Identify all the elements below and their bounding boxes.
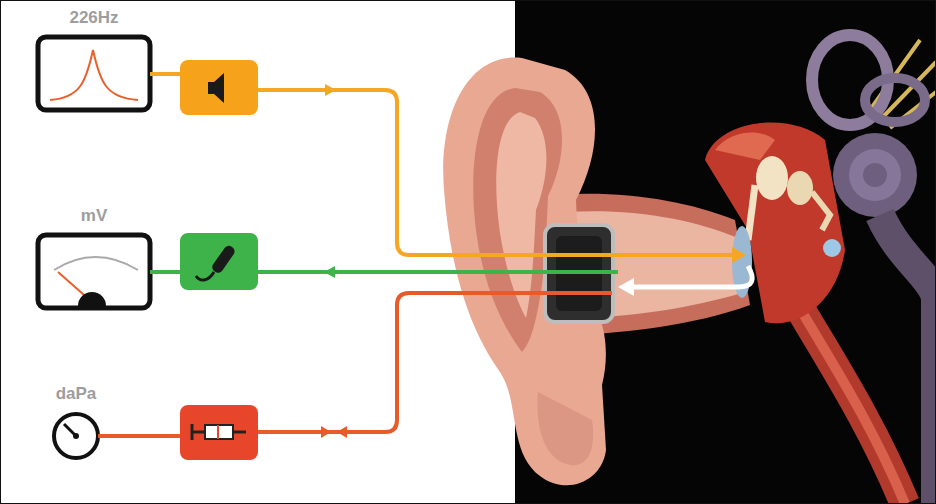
instrument-node: mV [38,206,150,310]
pressure-wire [98,434,180,438]
middle-ear [787,171,813,205]
speaker-box [180,60,258,115]
pump-box [233,431,246,434]
instrument-node: 226Hz [38,8,150,112]
reflection-arrow [618,266,752,296]
instrument-label: mV [38,206,150,226]
reflection-arrow [632,266,752,287]
arrowhead [324,266,335,278]
pinna [496,112,546,318]
sound-wire [150,74,733,255]
middle-ear [715,133,775,160]
pump-box [180,405,258,460]
pump-box [180,405,258,460]
microphone-box [210,244,236,275]
pump-box [205,425,233,439]
frequency-display [38,37,150,110]
eustachian-tube [795,300,905,504]
eustachian-tube [795,300,905,504]
pump-box [217,425,219,439]
arrowhead [325,84,336,96]
pinna [537,392,593,465]
instrument-node: daPa [46,384,106,460]
pressure-wire [98,293,612,436]
arrowhead [337,426,347,438]
microphone-box [180,233,258,290]
speaker-box [180,60,258,115]
pump-box [191,424,194,440]
frequency-display [38,37,150,110]
instrument-label: 226Hz [38,8,150,28]
pressure-gauge [54,414,98,458]
volt-meter [54,257,138,270]
sound-wire [258,90,733,255]
middle-ear [823,239,841,257]
microphone-box [180,233,258,290]
volt-meter [78,292,106,306]
middle-ear [748,185,755,240]
inner-ear [865,78,925,122]
dark-background [515,0,936,504]
pressure-wire [258,293,612,432]
volt-meter [38,235,150,308]
speaker-box [208,73,224,103]
reflection-arrow [618,278,634,296]
eustachian-tube [795,300,905,504]
middle-ear [812,192,830,230]
pressure-gauge [54,414,98,458]
arrowhead [732,247,746,263]
inner-ear [849,149,901,201]
instrument-label: daPa [46,384,106,404]
microphone-box [196,272,214,280]
mic-wire [258,270,618,274]
middle-ear [756,156,788,200]
pressure-gauge [73,433,79,439]
arrowhead [321,426,331,438]
sound-wire [150,72,180,76]
inner-ear [863,163,887,187]
mic-wire [150,270,180,274]
pump-box [192,431,205,434]
volt-meter [38,235,150,308]
frequency-display [50,50,138,100]
mic-wire [150,270,618,274]
inner-ear [833,133,917,217]
